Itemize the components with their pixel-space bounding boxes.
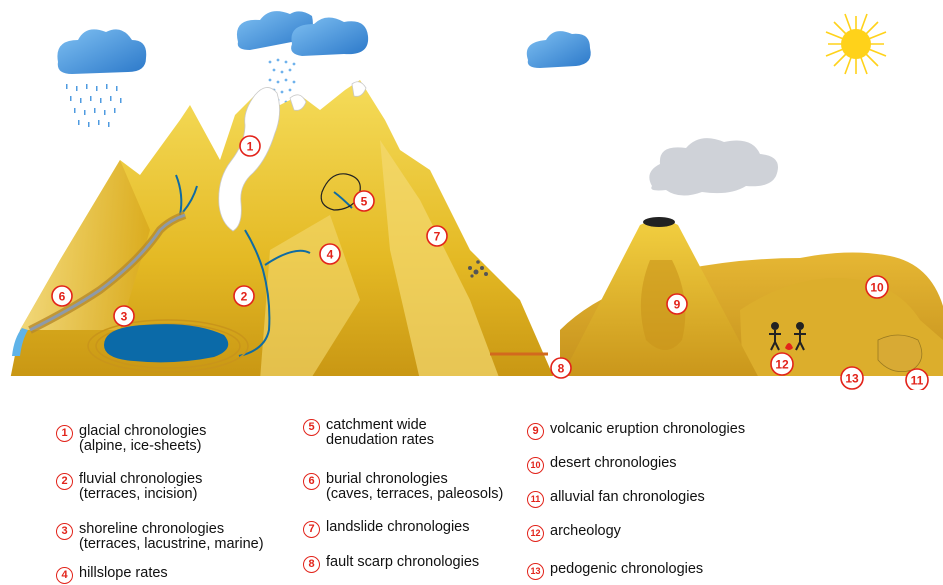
- legend-label: glacial chronologies: [79, 423, 207, 439]
- legend-item-13: 13 pedogenic chronologies: [527, 562, 703, 580]
- marker-11: 11: [905, 368, 929, 390]
- lake-icon: [87, 319, 249, 373]
- legend-label: shoreline chronologies: [79, 521, 225, 537]
- legend-badge: 1: [56, 425, 73, 442]
- svg-text:7: 7: [434, 230, 441, 244]
- svg-text:5: 5: [361, 195, 368, 209]
- legend-item-10: 10 desert chronologies: [527, 456, 677, 474]
- svg-text:6: 6: [59, 290, 66, 304]
- legend-item-6: 6 burial chronologies(caves, terraces, p…: [303, 472, 503, 502]
- legend-item-12: 12 archeology: [527, 524, 621, 542]
- legend-badge: 4: [56, 567, 73, 584]
- legend-label: catchment wide: [326, 417, 427, 433]
- ground-baseline: [0, 376, 943, 390]
- marker-8: 8: [550, 357, 572, 379]
- legend-label: hillslope rates: [79, 565, 168, 581]
- legend-label: fluvial chronologies: [79, 471, 203, 487]
- legend-sublabel: (terraces, incision): [79, 486, 198, 502]
- legend-badge: 10: [527, 457, 544, 474]
- ash-cloud-icon: [649, 138, 778, 196]
- svg-text:1: 1: [247, 140, 254, 154]
- legend-sublabel: denudation rates: [326, 432, 435, 448]
- legend-label: archeology: [550, 523, 621, 539]
- marker-5: 5: [353, 190, 375, 212]
- legend-item-4: 4 hillslope rates: [56, 566, 168, 584]
- landslide-debris-icon: [468, 260, 488, 278]
- legend-badge: 13: [527, 563, 544, 580]
- legend-label: volcanic eruption chronologies: [550, 421, 746, 437]
- svg-text:11: 11: [911, 374, 924, 388]
- cloud-icon: [526, 31, 591, 68]
- svg-text:3: 3: [121, 310, 128, 324]
- legend-badge: 5: [303, 419, 320, 436]
- legend-badge: 12: [527, 525, 544, 542]
- marker-13: 13: [840, 366, 864, 390]
- legend-badge: 2: [56, 473, 73, 490]
- river-icon: [175, 174, 353, 357]
- legend-badge: 6: [303, 473, 320, 490]
- marker-10: 10: [865, 275, 889, 299]
- alluvial-fan-icon: [877, 334, 923, 373]
- marker-7: 7: [426, 225, 448, 247]
- marker-4: 4: [319, 243, 341, 265]
- marker-2: 2: [233, 285, 255, 307]
- crater: [643, 217, 675, 227]
- fire-icon: [785, 343, 793, 350]
- marker-12: 12: [770, 352, 794, 376]
- svg-text:13: 13: [845, 372, 859, 386]
- legend-label: desert chronologies: [550, 455, 677, 471]
- legend-badge: 11: [527, 491, 544, 508]
- legend-item-9: 9 volcanic eruption chronologies: [527, 422, 745, 440]
- snow-cloud-icon: [236, 11, 369, 104]
- rain-cloud-icon: [57, 29, 147, 127]
- sun-icon: [825, 13, 887, 75]
- svg-text:12: 12: [775, 358, 789, 372]
- spring-icon: [12, 328, 28, 356]
- legend-item-11: 11 alluvial fan chronologies: [527, 490, 705, 508]
- legend-item-8: 8 fault scarp chronologies: [303, 555, 479, 573]
- legend-label: pedogenic chronologies: [550, 561, 704, 577]
- legend-badge: 8: [303, 556, 320, 573]
- legend-label: landslide chronologies: [326, 519, 470, 535]
- legend-item-2: 2 fluvial chronologies(terraces, incisio…: [56, 472, 202, 502]
- landscape-illustration: 1 2 3 4 5 6 7 8 9 10 11 12 13: [0, 11, 943, 390]
- archeology-figures-icon: [769, 322, 806, 351]
- legend-sublabel: (terraces, lacustrine, marine): [79, 536, 264, 552]
- legend-sublabel: (alpine, ice-sheets): [79, 438, 202, 454]
- legend-item-3: 3 shoreline chronologies(terraces, lacus…: [56, 522, 264, 552]
- marker-1: 1: [239, 135, 261, 157]
- legend-label: alluvial fan chronologies: [550, 489, 705, 505]
- legend-label: burial chronologies: [326, 471, 448, 487]
- legend-badge: 3: [56, 523, 73, 540]
- legend-item-1: 1 glacial chronologies(alpine, ice-sheet…: [56, 424, 206, 454]
- svg-text:8: 8: [558, 362, 565, 376]
- legend-item-7: 7 landslide chronologies: [303, 520, 470, 538]
- svg-text:9: 9: [674, 298, 681, 312]
- svg-text:4: 4: [327, 248, 334, 262]
- legend-badge: 9: [527, 423, 544, 440]
- legend-label: fault scarp chronologies: [326, 554, 480, 570]
- glacier-icon: [218, 81, 367, 232]
- legend-sublabel: (caves, terraces, paleosols): [326, 486, 504, 502]
- legend-badge: 7: [303, 521, 320, 538]
- svg-text:2: 2: [241, 290, 248, 304]
- marker-6: 6: [51, 285, 73, 307]
- marker-3: 3: [113, 305, 135, 327]
- svg-text:10: 10: [870, 281, 884, 295]
- marker-9: 9: [666, 293, 688, 315]
